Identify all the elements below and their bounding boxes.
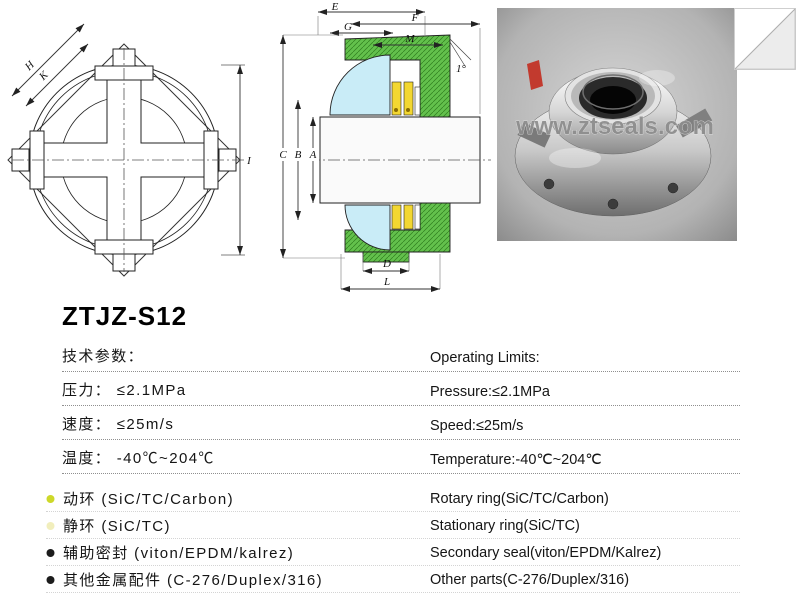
dim-label-c: C [279, 149, 287, 161]
highlights [549, 70, 675, 168]
spec-row-speed: 速度： ≤25m/s Speed:≤25m/s [62, 406, 740, 440]
dim-label-i: I [246, 155, 252, 167]
section-view-drawing: E F G M 1° A B C D [277, 2, 491, 292]
set-screws [543, 178, 679, 210]
material-cn: 静环 (SiC/TC) [63, 518, 171, 535]
spec-row-pressure: 压力： ≤2.1MPa Pressure:≤2.1MPa [62, 372, 740, 406]
material-cn: 动环 (SiC/TC/Carbon) [63, 491, 235, 508]
material-en: Other parts(C-276/Duplex/316) [430, 571, 630, 588]
dim-label-h: H [22, 58, 38, 74]
spec-cn: 速度： ≤25m/s [62, 416, 175, 433]
material-cn: 辅助密封 (viton/EPDM/kalrez) [63, 545, 295, 562]
dim-label-d: D [382, 258, 391, 270]
material-row-rotary-ring: 动环 (SiC/TC/Carbon) Rotary ring(SiC/TC/Ca… [46, 485, 740, 512]
material-row-secondary-seal: 辅助密封 (viton/EPDM/kalrez) Secondary seal(… [46, 539, 740, 566]
dimension-h: H [11, 23, 85, 97]
dimension-l: L [340, 254, 441, 292]
dimension-d: D [362, 254, 410, 274]
dimension-g: G [330, 21, 393, 36]
dimension-b: B [292, 100, 304, 220]
watermark-text: www.ztseals.com [515, 113, 714, 140]
material-cn: 其他金属配件 (C-276/Duplex/316) [63, 572, 324, 589]
dim-label-g: G [344, 21, 352, 33]
spec-header-en: Operating Limits: [430, 350, 540, 366]
material-row-other-parts: 其他金属配件 (C-276/Duplex/316) Other parts(C-… [46, 566, 740, 593]
dim-label-e: E [331, 2, 339, 13]
bullet-icon [46, 521, 55, 530]
taper-angle-note: 1° [449, 38, 472, 75]
dimension-k: K [25, 43, 89, 107]
product-photo: www.ztseals.com [497, 8, 737, 241]
dim-label-b: B [295, 149, 302, 161]
spec-en: Pressure:≤2.1MPa [430, 384, 550, 400]
material-row-stationary-ring: 静环 (SiC/TC) Stationary ring(SiC/TC) [46, 512, 740, 539]
seal-cross-section-lower [344, 202, 451, 263]
dimension-a: A [307, 117, 319, 203]
material-en: Secondary seal(viton/EPDM/Kalrez) [430, 544, 662, 561]
product-photo-image: www.ztseals.com [497, 8, 737, 241]
materials-list: 动环 (SiC/TC/Carbon) Rotary ring(SiC/TC/Ca… [46, 485, 740, 593]
dim-label-m: M [404, 33, 415, 45]
centerlines [12, 48, 246, 272]
square-plate-outline [7, 43, 241, 277]
material-en: Rotary ring(SiC/TC/Carbon) [430, 490, 609, 507]
front-view-drawing: I H K [7, 23, 252, 277]
spec-row-temperature: 温度： -40℃~204℃ Temperature:-40℃~204℃ [62, 440, 740, 474]
dim-label-a: A [309, 149, 317, 161]
product-title: ZTJZ-S12 [62, 301, 188, 331]
bullet-icon [46, 494, 55, 503]
dimension-i: I [221, 64, 252, 256]
page-corner-icon [734, 8, 796, 70]
bullet-icon [46, 575, 55, 584]
dimension-c: C [277, 34, 345, 259]
material-en: Stationary ring(SiC/TC) [430, 517, 580, 534]
spec-header-row: 技术参数： Operating Limits: [62, 338, 740, 372]
dim-label-angle: 1° [456, 63, 467, 75]
spec-en: Speed:≤25m/s [430, 418, 524, 434]
spec-cn: 温度： -40℃~204℃ [62, 450, 215, 467]
spec-cn: 压力： ≤2.1MPa [62, 382, 187, 399]
spec-en: Temperature:-40℃~204℃ [430, 452, 602, 468]
dimension-m: M [373, 33, 443, 48]
dim-label-k: K [36, 69, 51, 84]
dim-label-l: L [383, 276, 390, 288]
seal-cross-section-upper [329, 34, 451, 118]
red-tab [527, 60, 543, 90]
dimension-e: E [317, 2, 426, 35]
bullet-icon [46, 548, 55, 557]
seal-bore [579, 74, 647, 119]
dim-label-f: F [411, 12, 419, 24]
spec-header-cn: 技术参数： [62, 348, 145, 365]
specs-table: 技术参数： Operating Limits: 压力： ≤2.1MPa Pres… [62, 338, 740, 474]
dimension-f: F [351, 12, 481, 114]
